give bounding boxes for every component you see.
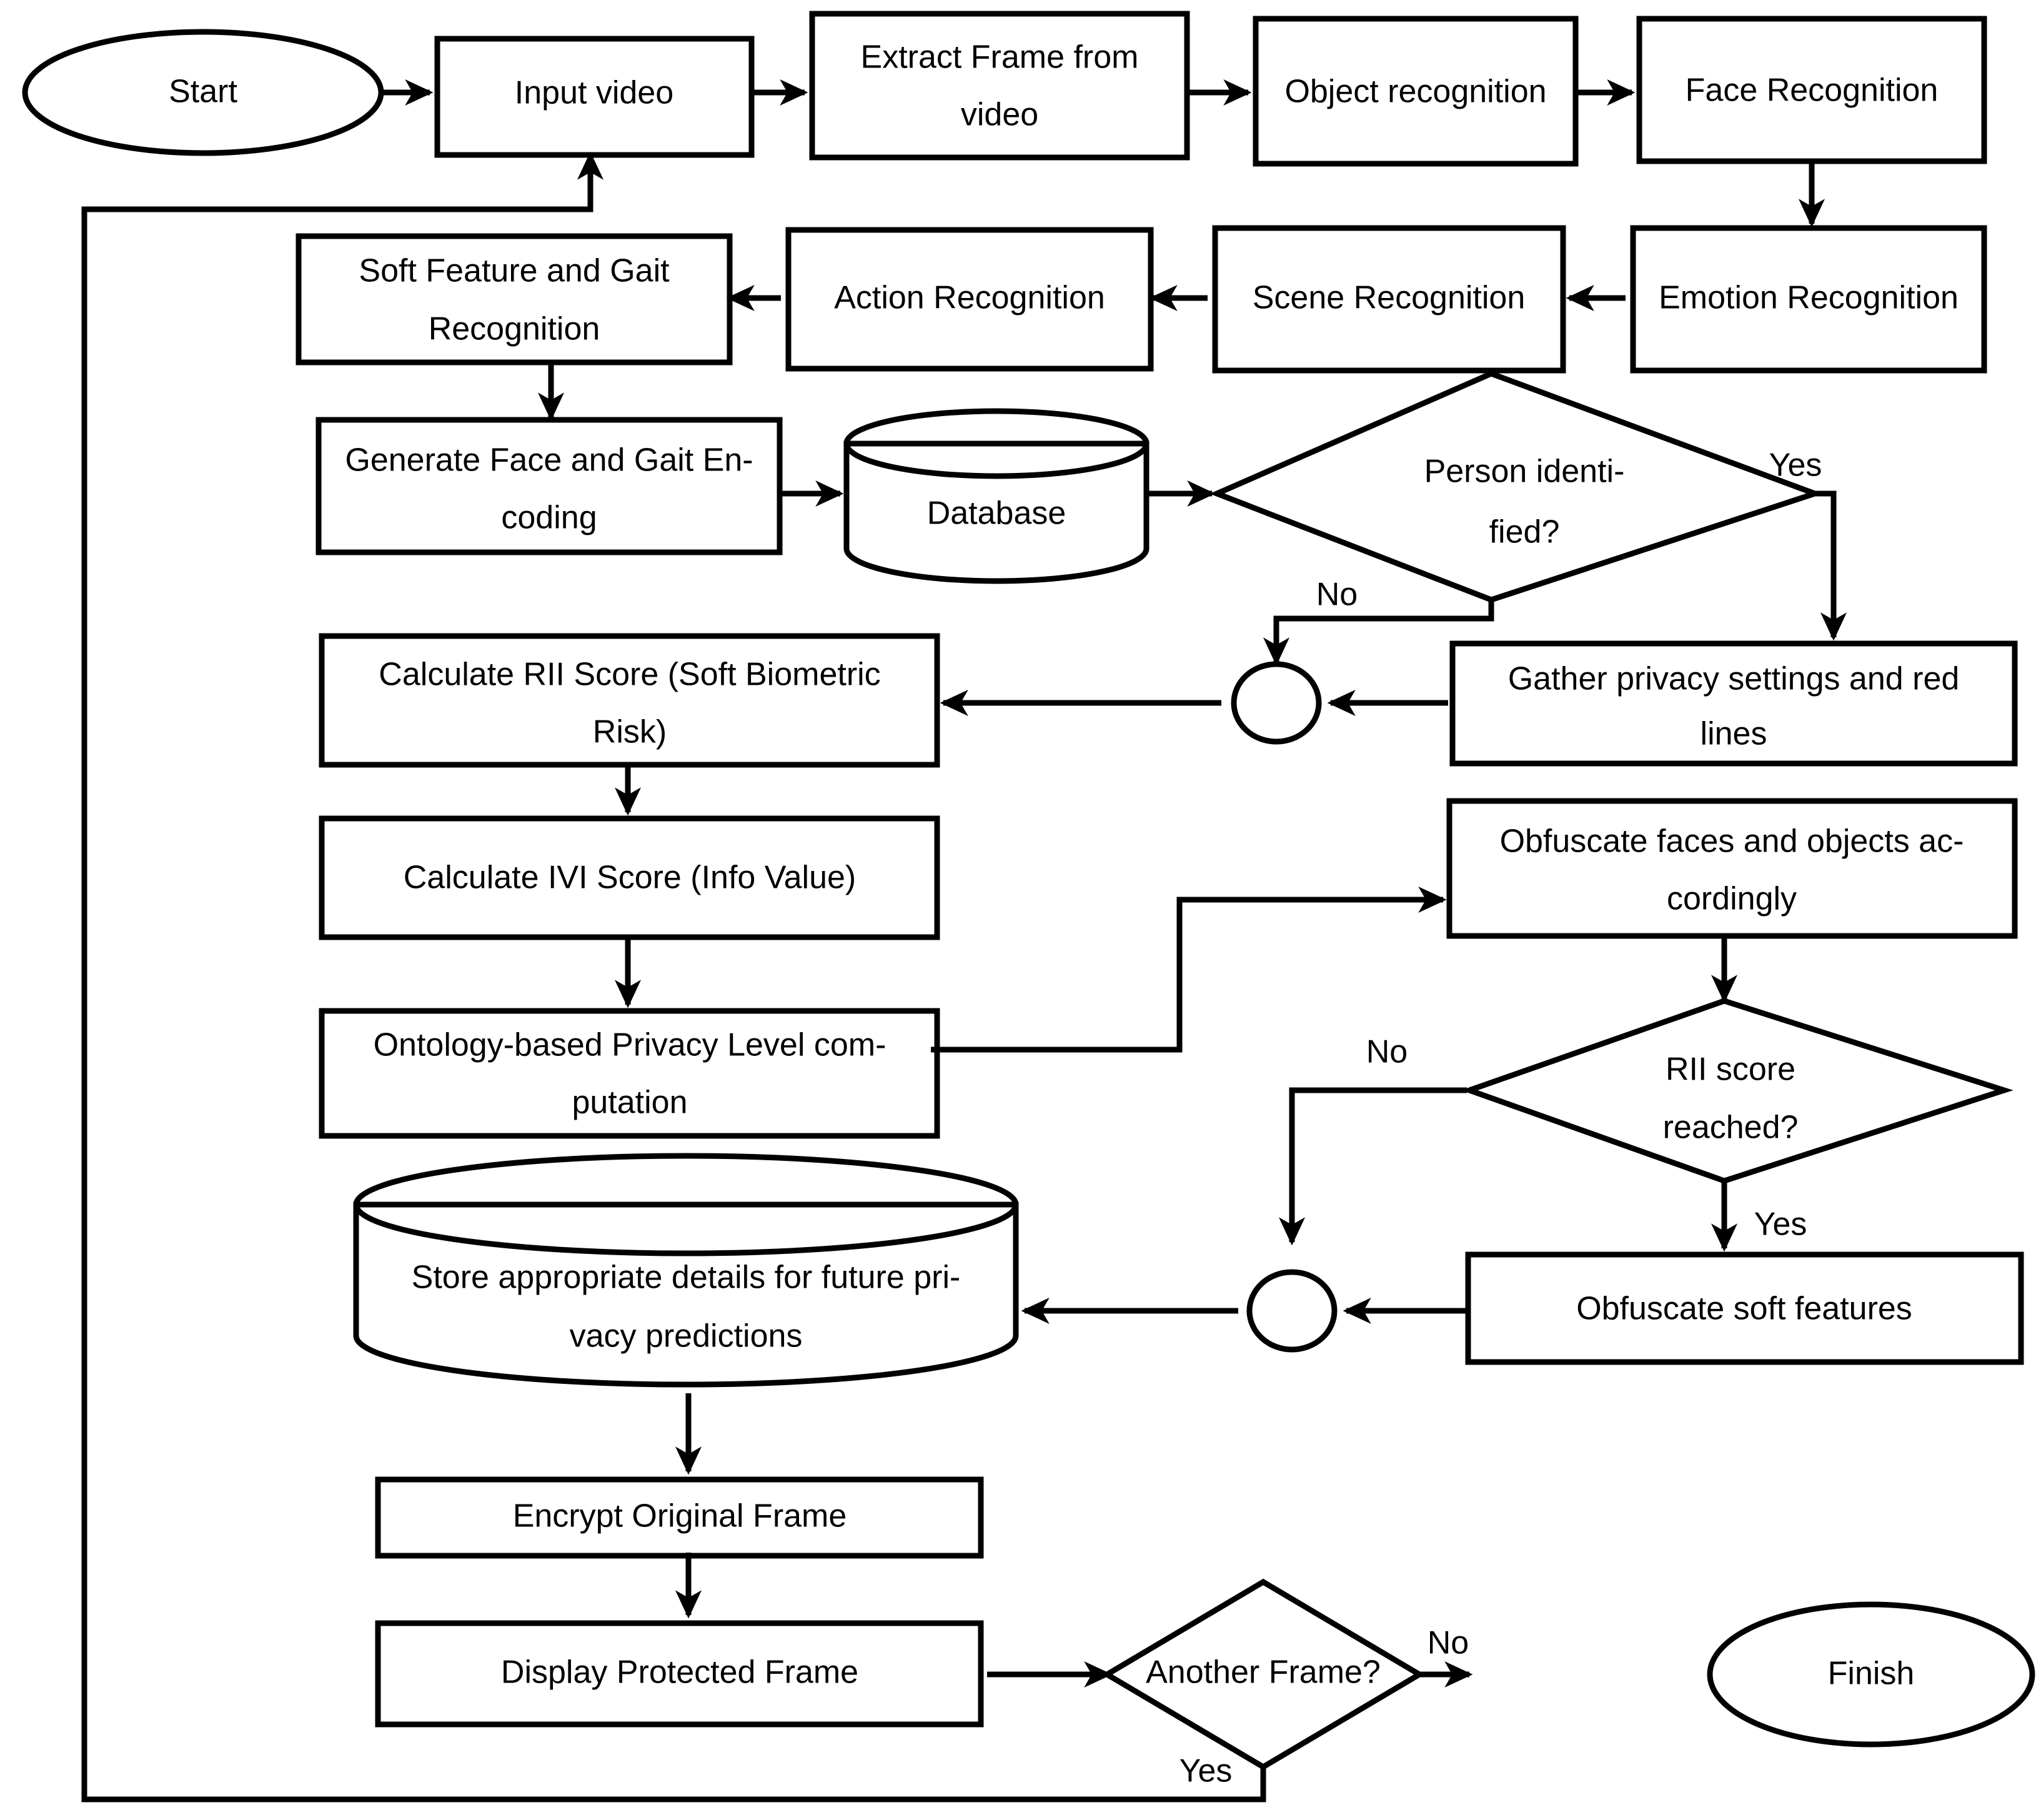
edge-label-person-identified-yes: Yes: [1769, 447, 1822, 484]
node-gather-privacy-line2: lines: [1701, 716, 1767, 752]
node-face-recognition[interactable]: Face Recognition: [1636, 16, 1987, 164]
node-input-video-label: Input video: [515, 75, 673, 111]
node-obfuscate-faces-line2: cordingly: [1667, 881, 1797, 917]
node-ontology-privacy-line1: Ontology-based Privacy Level com-: [374, 1027, 886, 1063]
node-person-identified-line2: fied?: [1489, 514, 1560, 550]
node-object-recognition[interactable]: Object recognition: [1253, 16, 1579, 167]
node-soft-feature-gait-line1: Soft Feature and Gait: [359, 253, 670, 289]
node-calculate-ivi[interactable]: Calculate IVI Score (Info Value): [319, 815, 940, 940]
node-emotion-recognition[interactable]: Emotion Recognition: [1630, 225, 1987, 374]
node-store-details[interactable]: Store appropriate details for future pri…: [353, 1153, 1019, 1388]
edge-person-yes-to-gather: [1815, 490, 1847, 641]
node-ontology-privacy-line2: putation: [572, 1085, 687, 1121]
node-generate-encoding-line2: coding: [501, 500, 597, 536]
node-scene-recognition-label: Scene Recognition: [1253, 280, 1526, 316]
node-ontology-privacy[interactable]: Ontology-based Privacy Level com- putati…: [319, 1008, 940, 1139]
node-display-frame[interactable]: Display Protected Frame: [375, 1620, 984, 1728]
node-obfuscate-faces[interactable]: Obfuscate faces and objects ac- cordingl…: [1446, 798, 2018, 939]
node-scene-recognition[interactable]: Scene Recognition: [1212, 225, 1566, 374]
node-database[interactable]: Database: [843, 408, 1150, 584]
edge-label-another-frame-yes: Yes: [1179, 1753, 1233, 1789]
edge-another-yes-loop-to-input: [81, 151, 1266, 1803]
edge-label-another-frame-no: No: [1428, 1625, 1469, 1661]
node-calculate-rii-line1: Calculate RII Score (Soft Biometric: [379, 657, 880, 693]
node-extract-frame-line1: Extract Frame from: [861, 39, 1139, 76]
node-soft-feature-gait-line2: Recognition: [429, 311, 600, 347]
node-encrypt-frame-label: Encrypt Original Frame: [513, 1498, 847, 1534]
node-obfuscate-soft[interactable]: Obfuscate soft features: [1465, 1251, 2024, 1365]
node-finish-label: Finish: [1828, 1656, 1915, 1692]
edge-person-no-to-junction: [1263, 600, 1494, 666]
node-display-frame-label: Display Protected Frame: [501, 1654, 858, 1691]
edge-label-person-identified-no: No: [1316, 577, 1358, 613]
node-generate-encoding-line1: Generate Face and Gait En-: [345, 442, 753, 479]
node-obfuscate-soft-label: Obfuscate soft features: [1576, 1291, 1912, 1327]
node-gather-privacy-line1: Gather privacy settings and red: [1508, 661, 1960, 697]
node-object-recognition-label: Object recognition: [1284, 74, 1546, 110]
edge-label-rii-reached-yes: Yes: [1754, 1206, 1807, 1243]
node-obfuscate-faces-line1: Obfuscate faces and objects ac-: [1500, 823, 1964, 860]
edge-label-rii-reached-no: No: [1366, 1034, 1408, 1070]
node-gather-privacy[interactable]: Gather privacy settings and red lines: [1449, 640, 2018, 767]
node-generate-encoding[interactable]: Generate Face and Gait En- coding: [315, 417, 783, 555]
edge-ontology-to-obfuscate-faces: [931, 886, 1447, 1053]
node-face-recognition-label: Face Recognition: [1686, 72, 1939, 109]
node-rii-reached[interactable]: RII score reached?: [1461, 998, 2014, 1184]
node-soft-feature-gait[interactable]: Soft Feature and Gait Recognition: [295, 233, 733, 365]
node-person-identified[interactable]: Person identi- fied?: [1209, 370, 1824, 603]
node-another-frame-label: Another Frame?: [1146, 1654, 1381, 1691]
node-action-recognition[interactable]: Action Recognition: [785, 227, 1154, 372]
node-database-label: Database: [927, 495, 1066, 532]
node-emotion-recognition-label: Emotion Recognition: [1659, 280, 1959, 316]
node-start-label: Start: [169, 74, 237, 110]
node-encrypt-frame[interactable]: Encrypt Original Frame: [375, 1476, 984, 1559]
edge-rii-no-to-junction: [1278, 1087, 1467, 1246]
node-start[interactable]: Start: [22, 29, 384, 156]
node-calculate-rii-line2: Risk): [593, 714, 667, 750]
node-extract-frame[interactable]: Extract Frame from video: [809, 11, 1190, 161]
node-junction-bottom[interactable]: [1246, 1269, 1338, 1353]
node-rii-reached-line1: RII score: [1666, 1052, 1795, 1088]
node-extract-frame-line2: video: [961, 97, 1038, 133]
node-rii-reached-line2: reached?: [1663, 1110, 1799, 1146]
node-another-frame[interactable]: Another Frame?: [1101, 1578, 1425, 1771]
node-store-details-line2: vacy predictions: [570, 1318, 803, 1355]
node-calculate-ivi-label: Calculate IVI Score (Info Value): [404, 860, 857, 896]
node-junction-top[interactable]: [1231, 661, 1322, 745]
node-person-identified-line1: Person identi-: [1424, 454, 1625, 490]
node-input-video[interactable]: Input video: [434, 36, 755, 158]
node-finish[interactable]: Finish: [1707, 1601, 2035, 1748]
node-store-details-line1: Store appropriate details for future pri…: [412, 1260, 961, 1296]
node-action-recognition-label: Action Recognition: [834, 280, 1105, 316]
node-calculate-rii[interactable]: Calculate RII Score (Soft Biometric Risk…: [319, 633, 940, 768]
